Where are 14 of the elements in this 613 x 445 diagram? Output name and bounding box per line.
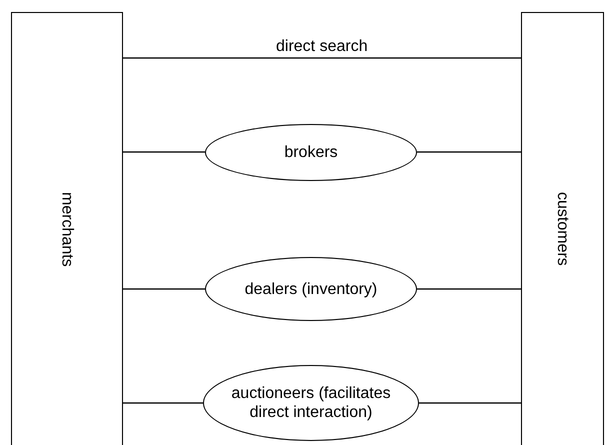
participant-box	[521, 12, 604, 445]
node-label: brokers	[284, 143, 338, 162]
node-label: merchants	[58, 192, 76, 266]
connector-line	[123, 151, 205, 153]
connector-line	[417, 151, 521, 153]
connector-line	[123, 288, 205, 290]
node-label: customers	[553, 192, 572, 266]
node-label: auctioneers (facilitates direct interaction)	[230, 384, 392, 422]
node-label: dealers (inventory)	[244, 280, 378, 298]
connector-line	[123, 57, 521, 59]
connector-line	[123, 402, 203, 404]
connector-line	[417, 288, 521, 290]
connector-line	[419, 402, 521, 404]
participant-box	[11, 12, 123, 445]
